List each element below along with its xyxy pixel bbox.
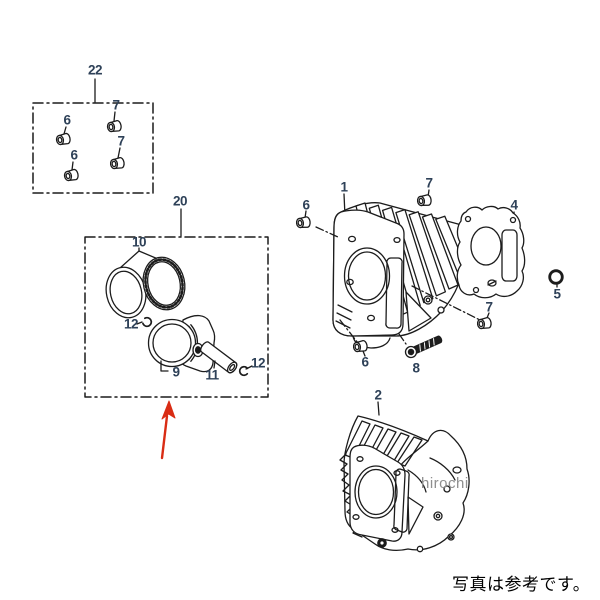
align-line (399, 334, 406, 344)
align-line (412, 286, 480, 320)
leader-line-6-bottom (363, 351, 365, 356)
part-12-pin-clip (238, 365, 250, 377)
callout-4: 4 (510, 197, 518, 213)
leader-line-12-left (137, 322, 142, 324)
callout-12: 12 (250, 355, 266, 371)
align-line (340, 320, 358, 343)
part-1-cylinder (333, 194, 471, 348)
cam-chain-slot (386, 258, 402, 328)
reference-caption: 写真は参考です。 (452, 575, 591, 595)
callout-2: 2 (374, 387, 382, 403)
part-5-o-ring (550, 271, 563, 287)
callout-6: 6 (361, 354, 369, 370)
part-7-dowel-pin (416, 193, 433, 208)
callout-20: 20 (172, 193, 188, 209)
watermark-text: hirochi (421, 475, 469, 492)
leader-line-11 (214, 361, 215, 368)
callout-6: 6 (63, 112, 71, 128)
part-11-piston-pin (199, 340, 239, 374)
part-8-bolt (404, 334, 444, 360)
callout-9: 9 (172, 364, 180, 380)
leader-line-9 (161, 361, 168, 371)
side-window (408, 497, 423, 534)
group-box-22 (33, 79, 153, 193)
part-6-dowel-pin (295, 215, 312, 230)
group-box-20 (85, 209, 268, 397)
align-line (316, 227, 338, 237)
leader-line-2 (378, 402, 379, 415)
gasket-bore-opening (471, 227, 501, 265)
part-6-dowel-pin (62, 168, 80, 183)
leader-line-7a (114, 112, 115, 121)
cylinder-bore (355, 466, 397, 518)
leader-line-6b (72, 162, 73, 170)
gasket-face (350, 445, 405, 541)
part-12-pin-clip (141, 316, 153, 328)
callout-11: 11 (205, 367, 219, 383)
dashed-box-22 (33, 103, 153, 193)
callout-7: 7 (485, 299, 493, 315)
gasket-face (333, 210, 404, 336)
callout-6: 6 (302, 197, 310, 213)
leader-line-7b (118, 148, 120, 158)
leader-line-12-right (246, 366, 252, 369)
cylinder-bore (345, 248, 390, 304)
dashed-box-20 (85, 237, 268, 397)
side-window (406, 292, 431, 331)
callout-12: 12 (123, 316, 139, 332)
callout-22: 22 (87, 62, 103, 78)
callout-1: 1 (340, 179, 348, 195)
cylinder-1-hardware (295, 190, 493, 360)
gasket-chain-slot (502, 230, 517, 281)
part-9-piston (149, 316, 215, 372)
part-10-piston-ring (101, 263, 150, 321)
part-10-piston-ring (138, 253, 190, 314)
callout-5: 5 (553, 286, 561, 302)
callout-7: 7 (425, 175, 433, 191)
leader-line-6a (64, 127, 66, 134)
callout-10: 10 (131, 234, 147, 250)
part-7-dowel-pin (106, 119, 123, 134)
callout-6: 6 (70, 147, 78, 163)
cam-chain-slot (394, 469, 409, 532)
callout-7: 7 (112, 97, 120, 113)
callout-8: 8 (412, 360, 420, 376)
part-2-cylinder (340, 402, 469, 552)
part-6-dowel-pin (54, 132, 72, 147)
callout-7: 7 (117, 133, 125, 149)
red-arrow (162, 401, 175, 458)
part-7-dowel-pin (109, 156, 126, 171)
part-4-cylinder-gasket (457, 206, 524, 297)
